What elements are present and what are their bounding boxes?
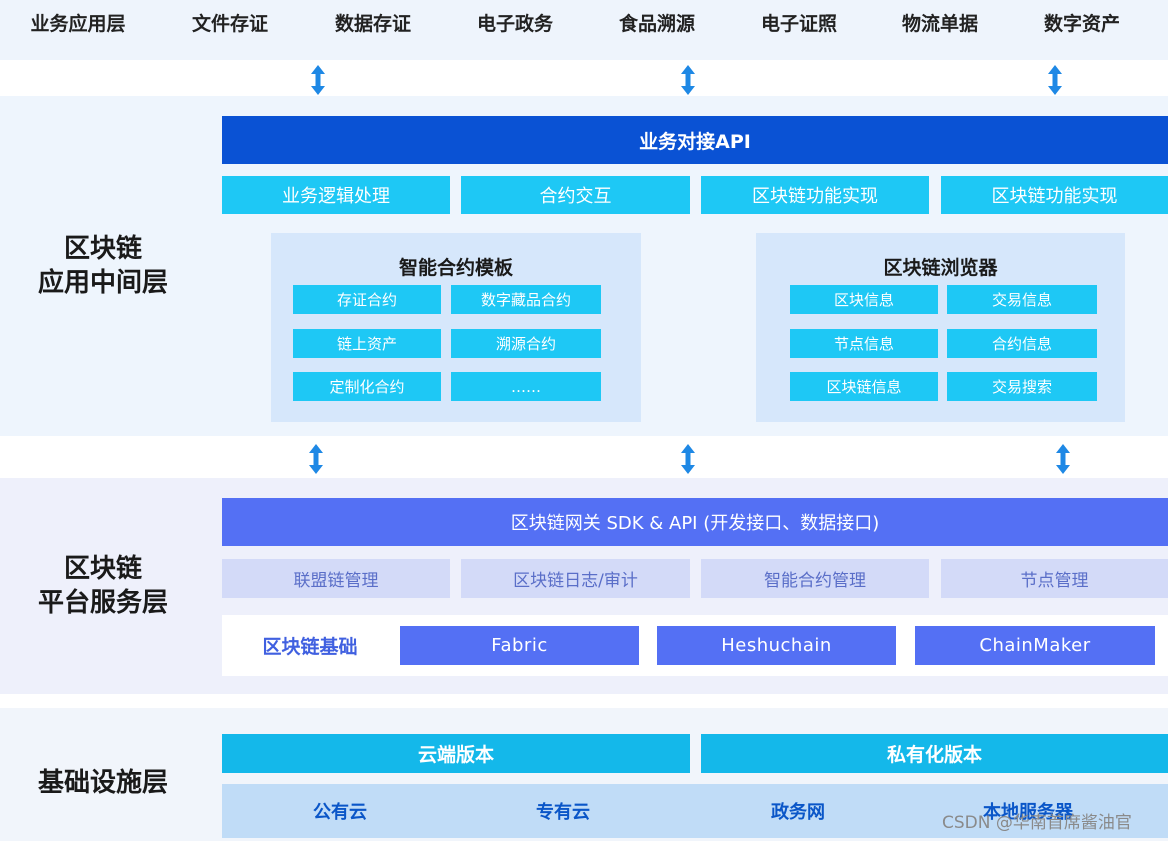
browser-item-contract-info: 合约信息: [947, 329, 1097, 358]
service-contract-management: 智能合约管理: [701, 559, 929, 598]
blockchain-browser-title: 区块链浏览器: [883, 256, 998, 279]
function-business-logic: 业务逻辑处理: [222, 176, 450, 214]
double-arrow-icon: [681, 444, 695, 474]
app-item-e-license: 电子证照: [760, 12, 837, 35]
browser-item-transaction-info: 交易信息: [947, 285, 1097, 314]
platform-title-line1: 区块链: [63, 554, 142, 584]
deploy-government-network: 政务网: [771, 802, 825, 823]
contract-template-title: 智能合约模板: [398, 256, 513, 279]
csdn-watermark: CSDN @华南首席酱油官: [942, 813, 1132, 833]
contract-item-more: ……: [451, 372, 601, 401]
contract-item-evidence: 存证合约: [293, 285, 441, 314]
deploy-public-cloud: 公有云: [313, 802, 367, 823]
contract-item-onchain-asset: 链上资产: [293, 329, 441, 358]
double-arrow-icon: [681, 65, 695, 95]
app-item-file-evidence: 文件存证: [191, 12, 268, 35]
deployment-row: [222, 784, 1168, 838]
function-blockchain-implementation: 区块链功能实现: [941, 176, 1168, 214]
function-contract-interaction: 合约交互: [461, 176, 690, 214]
middleware-layer-title: 区块链 应用中间层: [0, 232, 206, 300]
app-item-data-evidence: 数据存证: [334, 12, 411, 35]
chain-fabric: Fabric: [400, 626, 639, 665]
contract-item-digital-collectible: 数字藏品合约: [451, 285, 601, 314]
chain-heshuchain: Heshuchain: [657, 626, 896, 665]
browser-item-chain-info: 区块链信息: [790, 372, 938, 401]
double-arrow-icon: [309, 444, 323, 474]
double-arrow-icon: [1048, 65, 1062, 95]
function-blockchain-implementation: 区块链功能实现: [701, 176, 929, 214]
app-item-food-traceability: 食品溯源: [618, 12, 695, 35]
app-item-logistics-documents: 物流单据: [901, 12, 978, 35]
service-log-audit: 区块链日志/审计: [461, 559, 690, 598]
application-layer-title: 业务应用层: [30, 12, 126, 35]
blockchain-foundation-label: 区块链基础: [262, 636, 358, 658]
version-cloud: 云端版本: [222, 734, 690, 773]
service-consortium-management: 联盟链管理: [222, 559, 450, 598]
deploy-dedicated-cloud: 专有云: [536, 802, 590, 823]
app-item-digital-assets: 数字资产: [1043, 12, 1120, 35]
double-arrow-icon: [1056, 444, 1070, 474]
browser-item-transaction-search: 交易搜索: [947, 372, 1097, 401]
application-layer-row: [0, 0, 1168, 60]
contract-item-traceability: 溯源合约: [451, 329, 601, 358]
contract-item-custom: 定制化合约: [293, 372, 441, 401]
browser-item-block-info: 区块信息: [790, 285, 938, 314]
business-api-bar: 业务对接API: [222, 116, 1168, 164]
browser-item-node-info: 节点信息: [790, 329, 938, 358]
middleware-title-line1: 区块链: [63, 234, 142, 264]
version-private: 私有化版本: [701, 734, 1168, 773]
gateway-sdk-api-bar: 区块链网关 SDK & API (开发接口、数据接口): [222, 498, 1168, 546]
double-arrow-icon: [311, 65, 325, 95]
service-node-management: 节点管理: [941, 559, 1168, 598]
app-item-e-government: 电子政务: [476, 12, 553, 35]
deploy-local-server: 本地服务器: [983, 802, 1073, 823]
infrastructure-layer-title: 基础设施层: [37, 768, 168, 798]
chain-chainmaker: ChainMaker: [915, 626, 1155, 665]
platform-layer-title: 区块链 平台服务层: [0, 552, 206, 620]
platform-title-line2: 平台服务层: [37, 588, 168, 618]
middleware-title-line2: 应用中间层: [37, 268, 168, 298]
